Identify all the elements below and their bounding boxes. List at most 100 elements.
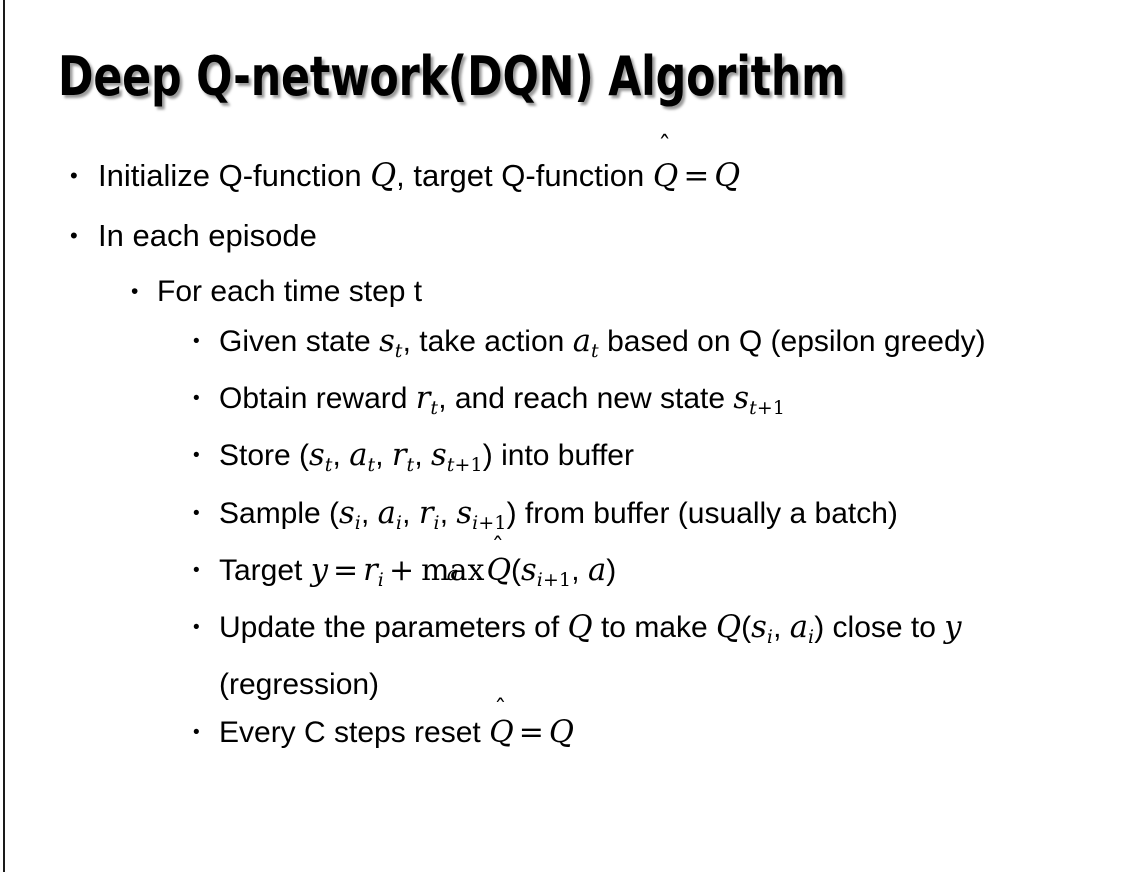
math-variable: ri (418, 495, 440, 534)
math-subscript: i+1 (472, 511, 507, 534)
math-subscript: t (367, 454, 376, 477)
bullet-item-label: Sample (si, ai, ri, si+1) from buffer (u… (219, 490, 1124, 547)
math-variable: si (339, 495, 361, 534)
bullet-text-run: (regression) (219, 668, 380, 702)
math-subscript: t (406, 454, 415, 477)
bullet-marker-icon: • (193, 331, 200, 352)
bullet-text-run: , target Q-function (396, 158, 653, 193)
bullet-text-run: , (571, 553, 588, 587)
bullet-marker-icon: • (193, 722, 200, 744)
math-variable: at (349, 438, 376, 477)
bullet-text-run: Target (219, 553, 311, 587)
page-title: Deep Q-network(DQN) Algorithm (58, 45, 846, 108)
math-variable: Q (716, 610, 742, 646)
bullet-text-run: , take action (402, 325, 573, 358)
math-operator: + (389, 552, 415, 588)
math-subscript: i (354, 511, 361, 534)
math-subscript: i (807, 626, 815, 649)
math-variable: y (944, 610, 962, 646)
bullet-marker-icon: • (193, 445, 200, 467)
math-variable: y (310, 552, 329, 588)
bullet-text-run: In each episode (98, 218, 317, 253)
math-subscript: t+1 (446, 454, 483, 477)
bullet-marker-icon: • (193, 388, 200, 410)
bullet-item-level-1: •Initialize Q-function Q, target Q-funct… (0, 130, 1124, 206)
math-variable: si+1 (456, 495, 507, 534)
math-variable: st (309, 438, 333, 477)
math-variable: Q (567, 610, 593, 646)
bullet-text-run: Initialize Q-function (98, 158, 371, 193)
math-subscript: i (433, 511, 440, 534)
bullet-text-run: , and reach new state (438, 382, 734, 416)
bullet-item-level-3: • Given state st, take action at based on… (0, 318, 1124, 375)
math-variable: ai (789, 610, 815, 649)
bullet-item-label: In each episode (98, 206, 1124, 266)
circumflex-accent-icon: ˆ (658, 130, 671, 161)
circumflex-accent-icon: ˆ (491, 531, 504, 561)
math-variable: st (379, 324, 403, 363)
math-subscript: t (324, 454, 333, 477)
bullet-text-run: ) from buffer (usually a batch) (506, 496, 898, 530)
bullet-marker-icon: • (193, 502, 200, 524)
math-variable: rt (391, 438, 415, 477)
bullet-text-run: based on Q (epsilon greedy) (598, 325, 986, 358)
bullet-text-run: to make (592, 611, 717, 645)
math-operator: = (518, 715, 544, 751)
bullet-text-run: ) close to (814, 611, 945, 645)
bullet-marker-icon: • (131, 280, 139, 303)
math-variable: a (587, 552, 607, 588)
bullet-list: • Initialize Q-function Q , target Q-funct… (0, 130, 1124, 757)
bullet-text-run: Every C steps reset (219, 716, 490, 750)
math-subscript: i+1 (536, 569, 572, 592)
math-variable: ai (377, 495, 403, 534)
bullet-item-label: Obtain reward rt, and reach new state st… (219, 375, 1124, 432)
bullet-text-run: Obtain reward (219, 382, 416, 416)
bullet-text-run: , (361, 496, 378, 530)
bullet-item-label: Store (st, at, rt, st+1) into buffer (219, 432, 1124, 489)
math-variable: ri (363, 552, 385, 592)
math-variable: Q (714, 158, 741, 194)
math-subscript: t (590, 340, 599, 363)
bullet-text-run: Sample ( (219, 496, 340, 530)
math-variable: at (572, 324, 599, 363)
bullet-text-run: ( (741, 611, 752, 645)
left-edge-rule (3, 0, 5, 872)
math-operator: = (683, 158, 710, 194)
bullet-item-label: For each time step t (157, 266, 1124, 318)
bullet-item-level-2: • For each time step t (0, 266, 1124, 318)
bullet-item-level-3: • Sample (si, ai, ri, si+1) from buffer (… (0, 490, 1124, 547)
bullet-marker-icon: • (193, 559, 200, 581)
bullet-item-label: Update the parameters of Q to make Q(si,… (219, 604, 1124, 709)
math-variable: Q (548, 715, 574, 751)
bullet-item-level-3: • Store (st, at, rt, st+1) into buffer (0, 432, 1124, 489)
math-subscript: t+1 (749, 397, 786, 420)
bullet-item-level-3: • Obtain reward rt, and reach new state s… (0, 375, 1124, 432)
math-subscript: t (430, 397, 439, 420)
bullet-marker-icon: • (193, 617, 200, 639)
bullet-text-run: ) (606, 553, 617, 587)
bullet-text-run: Update the parameters of (219, 611, 568, 645)
bullet-item-label: Given state st, take action at based on … (219, 318, 1124, 375)
math-subscript: i (395, 511, 403, 534)
math-variable: st+1 (733, 381, 786, 420)
math-subscript: i (377, 569, 385, 592)
bullet-text-run: , (773, 611, 790, 645)
bullet-text-run: Given state (219, 325, 380, 358)
math-operator: = (333, 552, 359, 588)
math-variable: st+1 (431, 438, 483, 477)
bullet-text-run: , (414, 439, 432, 473)
bullet-text-run: Store ( (219, 439, 310, 473)
bullet-text-run: , (439, 496, 457, 530)
bullet-text-run: , (332, 439, 350, 473)
bullet-item-level-1: •In each episode (0, 206, 1124, 266)
bullet-item-level-3: • Update the parameters of Q to make Q(si… (0, 604, 1124, 709)
bullet-text-run: ) into buffer (482, 439, 634, 473)
